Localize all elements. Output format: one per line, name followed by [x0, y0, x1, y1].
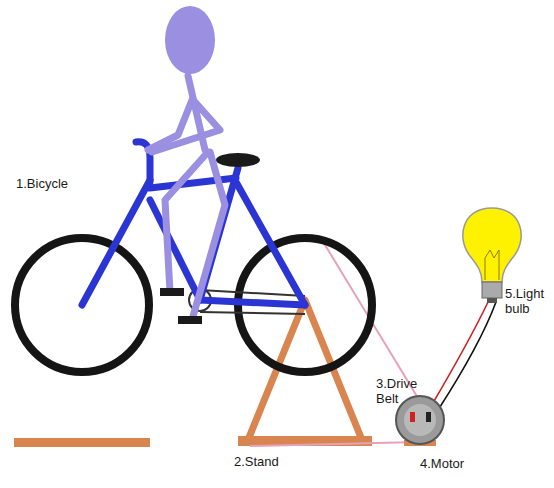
part-label: 4.Motor — [420, 456, 490, 471]
motor-terminal — [426, 412, 431, 422]
pedal — [160, 288, 184, 296]
wire — [438, 302, 496, 410]
part-label: 5.Light bulb — [505, 286, 551, 316]
part-label: 2.Stand — [234, 454, 304, 469]
motor — [404, 404, 436, 436]
drive-belt — [250, 442, 418, 446]
wire — [430, 302, 488, 408]
chain — [200, 290, 305, 314]
motor-terminal — [410, 412, 415, 422]
filament — [485, 250, 499, 280]
motor — [396, 396, 444, 444]
rider — [148, 76, 225, 320]
light-bulb — [463, 208, 521, 282]
part-label: 1.Bicycle — [16, 176, 96, 191]
bulb-contact — [487, 298, 497, 303]
front-wheel-block — [14, 438, 150, 447]
part-label: 3.Drive Belt — [376, 376, 426, 406]
rider-head — [165, 6, 215, 74]
bulb-base — [482, 282, 502, 298]
pedal — [178, 316, 202, 324]
bicycle-frame — [82, 142, 305, 305]
seat — [216, 153, 260, 167]
